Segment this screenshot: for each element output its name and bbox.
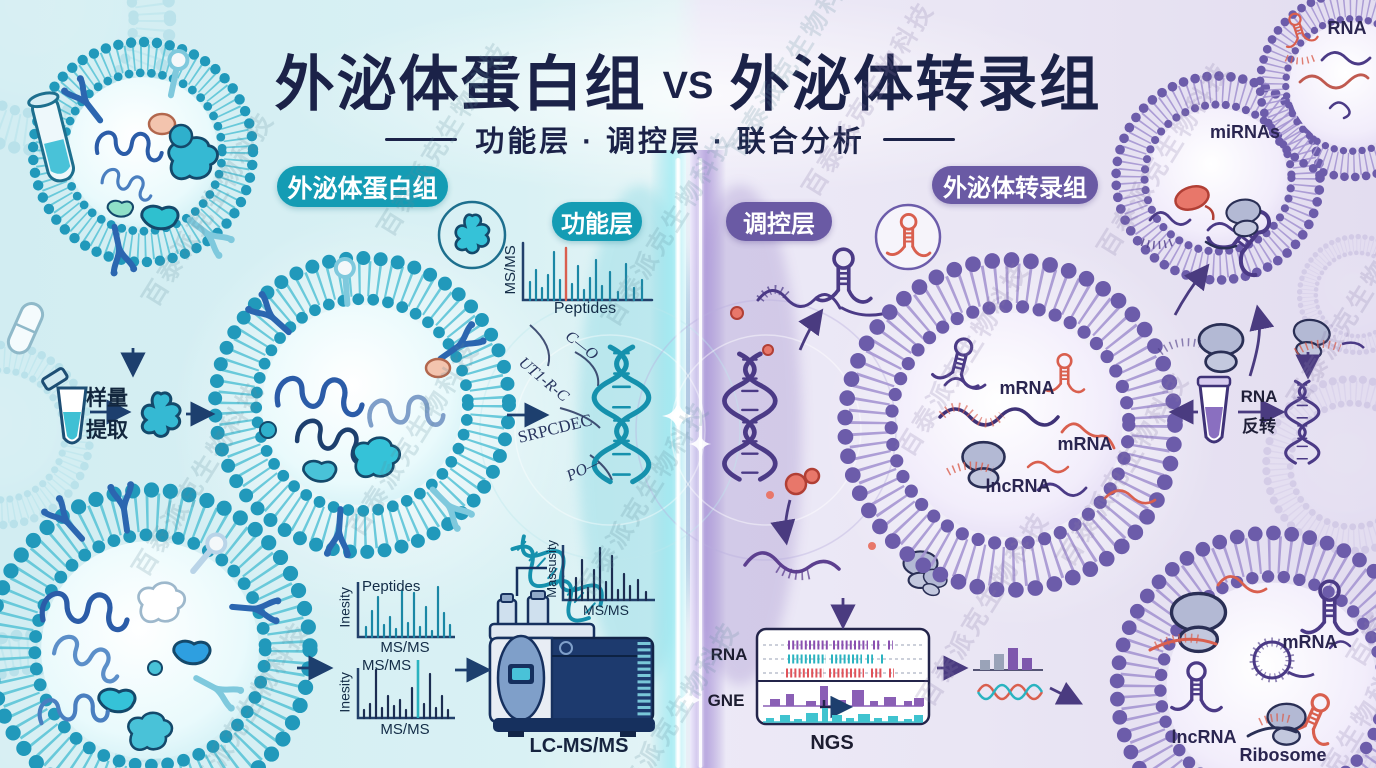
badge-transcriptome: 外泌体转录组 — [932, 166, 1098, 204]
label-rt-line2: 反转 — [1242, 417, 1276, 436]
protein-x-icon — [140, 391, 182, 438]
label-bottom-ribosome: Ribosome — [1239, 745, 1327, 765]
spectrum-top-msms — [521, 241, 654, 302]
sample-tube-icon — [41, 367, 88, 445]
subtitle-dash-right — [882, 137, 955, 141]
rna-wave — [743, 551, 841, 574]
ngs-panel — [755, 627, 931, 724]
capsule-icon — [6, 302, 45, 355]
post-ngs-mini-charts — [973, 648, 1044, 701]
page-subtitle: 功能层 · 调控层 · 联合分析 — [0, 118, 1340, 160]
rna-tube-icon — [1196, 375, 1232, 444]
label-specB-ylabel: Inesity — [336, 672, 353, 713]
circled-protein-icon — [437, 200, 507, 270]
label-specB-xlabel: MS/MS — [380, 721, 430, 738]
label-main-lncrna: lncRNA — [985, 476, 1051, 496]
label-top-rna: RNA — [1327, 18, 1367, 38]
badge-proteome: 外泌体蛋白组 — [277, 166, 448, 207]
label-specA-title: Peptides — [362, 578, 421, 595]
badge-functional-layer: 功能层 — [552, 202, 642, 241]
label-inst-xlabel: MS/MS — [583, 602, 629, 618]
page-title: 外泌体蛋白组 VS 外泌体转录组 — [0, 36, 1376, 123]
subtitle-dash-left — [385, 137, 458, 141]
transcriptome-side-illustration — [724, 0, 1376, 768]
circled-hairpin-icon — [874, 203, 942, 271]
ribosome-pair — [1197, 323, 1245, 374]
spectrum-instrument — [561, 545, 655, 602]
title-transcriptome: 外泌体转录组 — [729, 51, 1102, 118]
spectrum-peptides — [356, 582, 455, 639]
exosome-main-right — [845, 260, 1175, 590]
title-proteome: 外泌体蛋白组 — [274, 51, 647, 118]
label-bottom-mrna: mRNA — [1282, 632, 1338, 652]
proteome-side-illustration — [0, 42, 655, 768]
title-vs: VS — [662, 65, 714, 107]
label-specA-xlabel: MS/MS — [380, 639, 430, 656]
peptide-threads — [529, 324, 613, 481]
label-ngs-row2: GNE — [707, 691, 745, 710]
label-specB-title: MS/MS — [362, 657, 412, 674]
subtitle-text: 功能层 · 调控层 · 联合分析 — [475, 126, 865, 158]
exosome-mirnas-contents — [1140, 185, 1289, 278]
label-rt-line1: RNA — [1240, 387, 1278, 406]
label-main-mrna-a: mRNA — [999, 378, 1055, 398]
label-specA-ylabel: Inesity — [336, 587, 353, 628]
beam-core-lines — [675, 158, 704, 768]
red-molecules — [730, 306, 876, 550]
badge-regulatory-layer: 调控层 — [726, 202, 832, 241]
spectrum-msms2 — [356, 660, 455, 720]
proteome-flow-arrows — [90, 348, 550, 683]
label-top-spectrum-xlabel: Peptides — [553, 300, 617, 317]
exosome-main-right-contents — [930, 331, 1116, 497]
label-ngs-row1: RNA — [710, 645, 748, 664]
beam-sparkles — [662, 400, 712, 714]
center-divider-beam — [479, 150, 897, 768]
label-inst-ylabel: Massusity — [544, 539, 560, 598]
label-top-spectrum-ylabel: MS/MS — [502, 245, 520, 295]
exosome-bottom-right-contents — [1148, 575, 1359, 748]
label-ngs-caption: NGS — [810, 732, 854, 754]
label-instrument: LC-MS/MS — [529, 735, 629, 757]
label-top-mirnas: miRNAs — [1210, 122, 1281, 142]
lcms-instrument — [488, 566, 655, 737]
tube-small-icon — [27, 91, 75, 183]
label-main-mrna-b: mRNA — [1057, 434, 1113, 454]
label-bottom-lncrna: lncRNA — [1171, 727, 1237, 747]
label-sample-line2: 提取 — [86, 419, 128, 442]
label-sample-line1: 样量 — [86, 387, 128, 410]
transcriptome-flow-arrows — [770, 263, 1321, 705]
exosome-rna-top-contents — [1276, 7, 1372, 120]
